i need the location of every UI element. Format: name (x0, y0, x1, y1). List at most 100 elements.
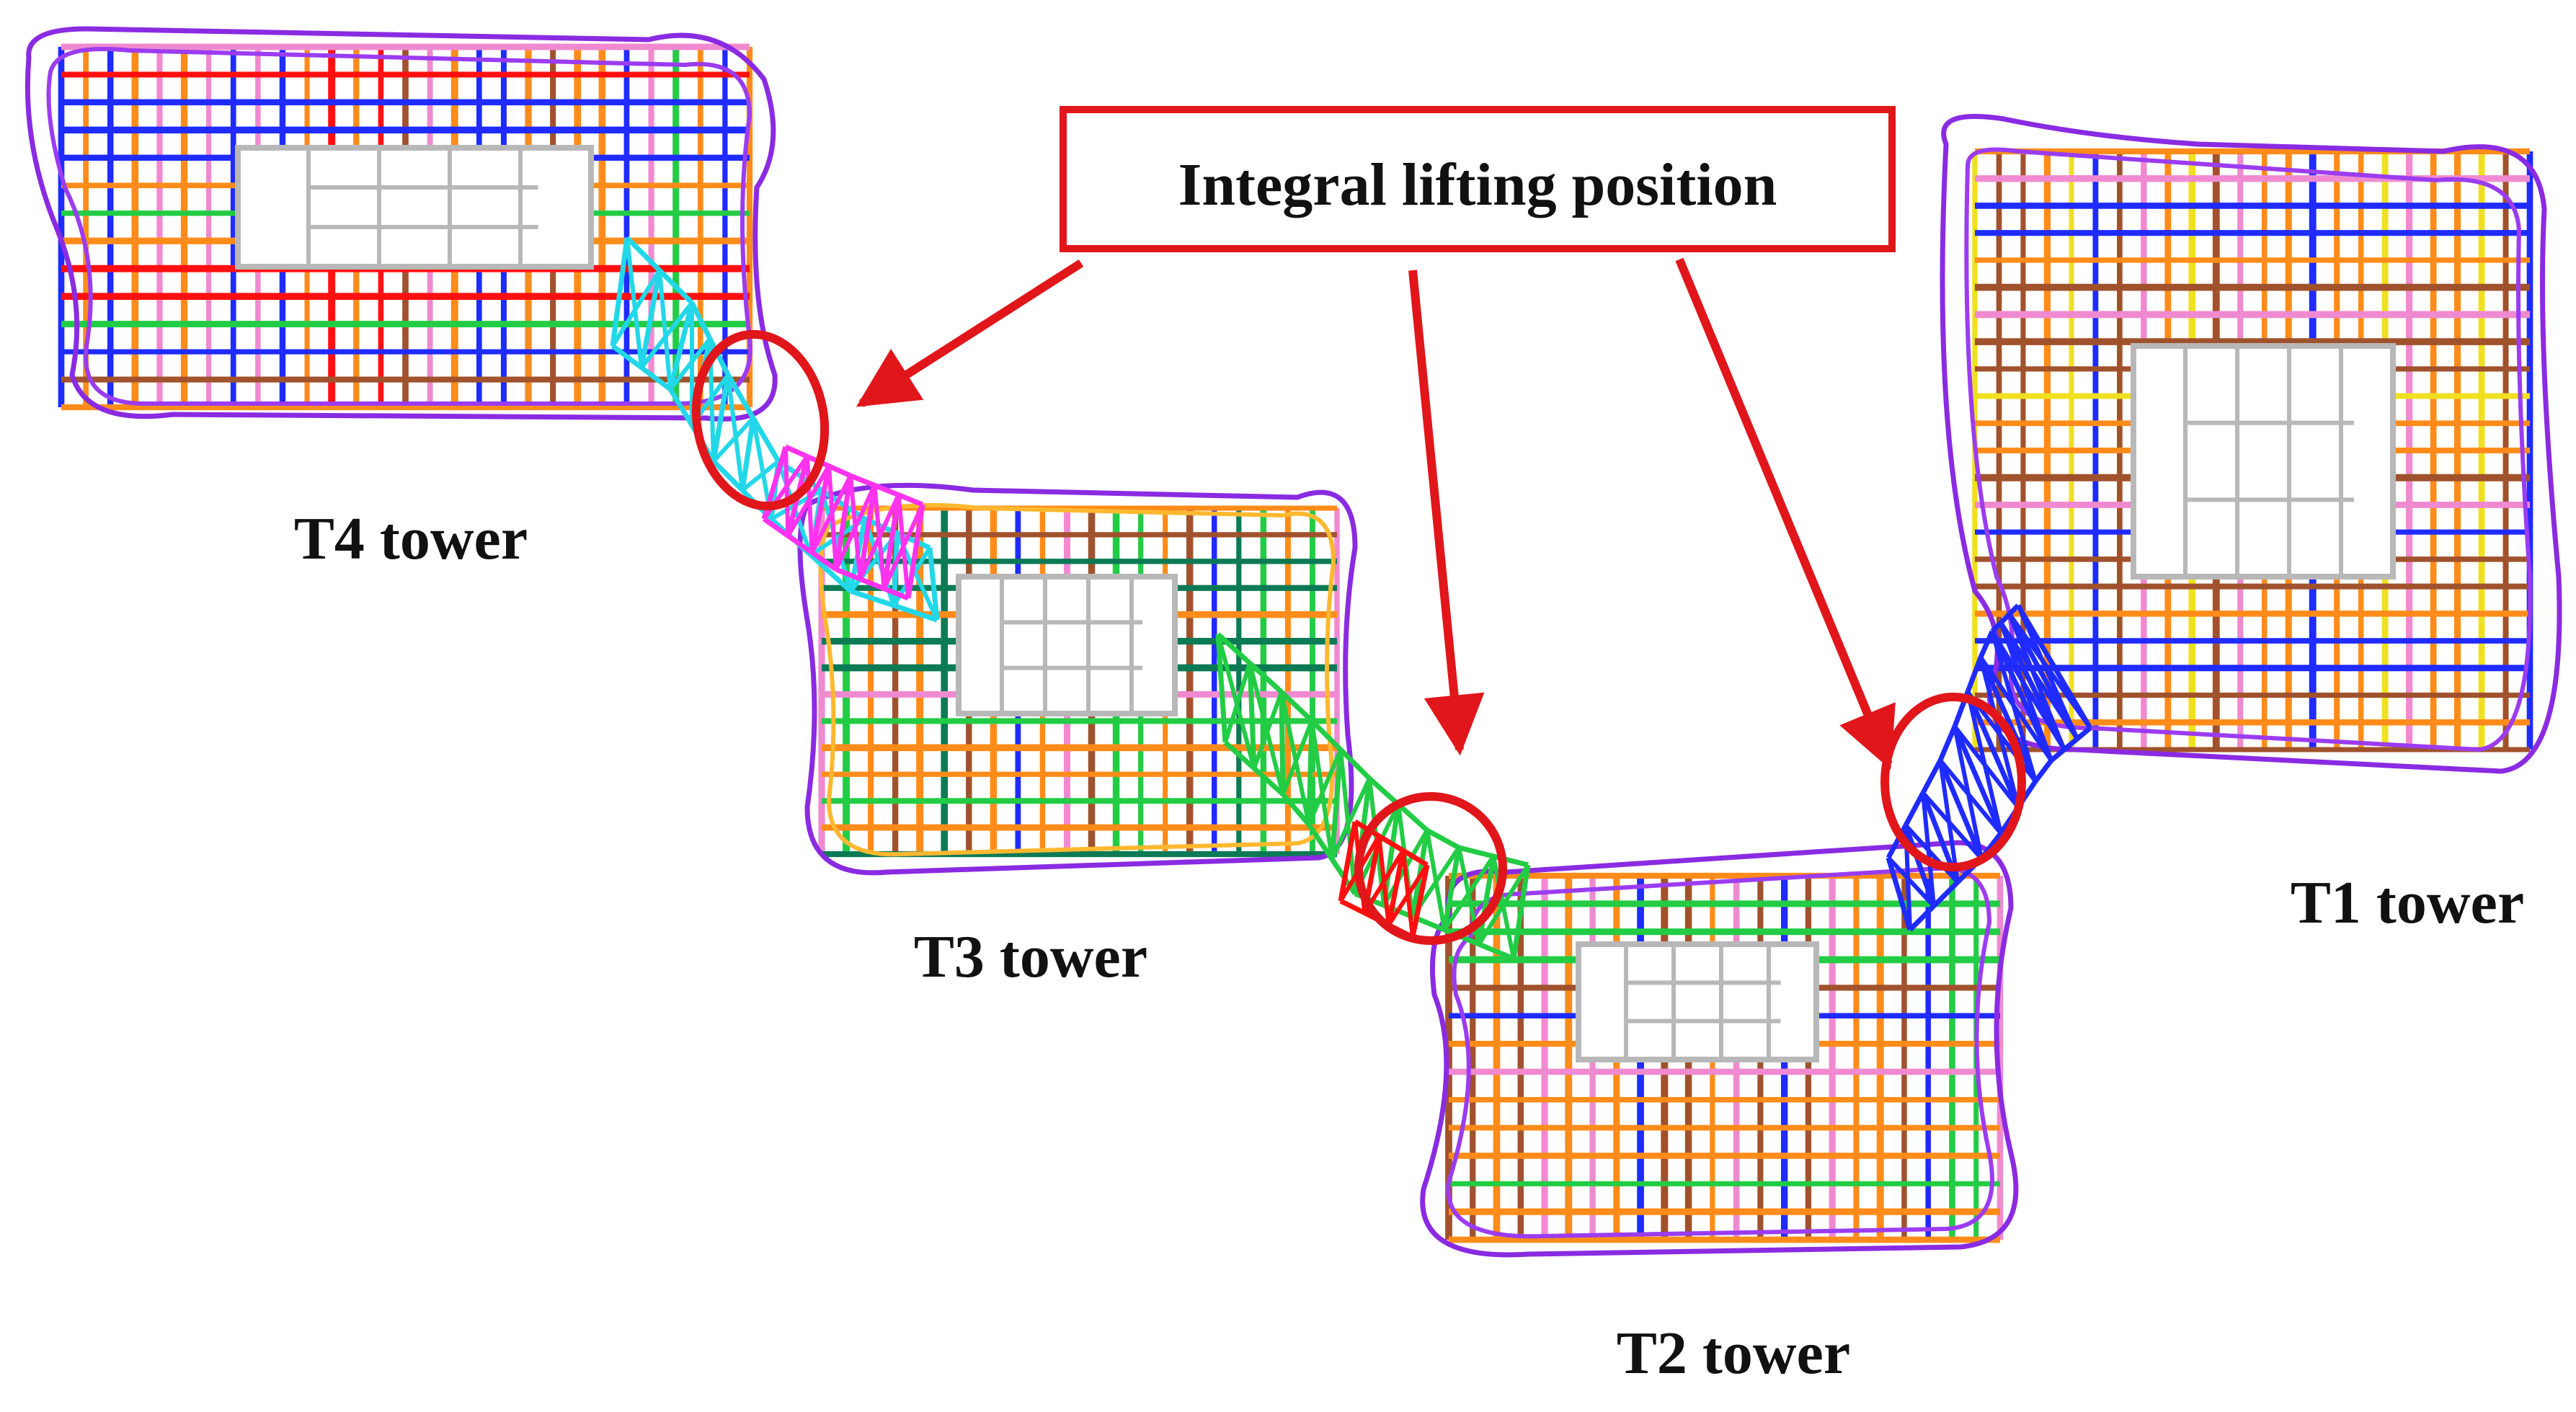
tower-t4-outline-2 (46, 47, 752, 406)
truss-chord (1478, 941, 1515, 962)
truss-member (1306, 720, 1315, 825)
truss-diagonal (858, 494, 901, 580)
truss-diagonal (1999, 621, 2053, 762)
truss-chord (1248, 661, 1284, 694)
truss-diagonal (2007, 613, 2066, 751)
connector-trusses (610, 236, 2093, 962)
core-wall (1576, 941, 1819, 1062)
tower-t1-outline (1940, 114, 2562, 774)
truss-member (1937, 759, 1984, 860)
truss-diagonal (834, 484, 877, 571)
arrow-to-t4-t3 (856, 259, 1084, 408)
truss-chord (849, 473, 876, 488)
truss-chord (810, 550, 838, 572)
truss-chord (883, 586, 910, 601)
tower-t4-outline (25, 26, 778, 422)
truss-chord (610, 344, 644, 370)
truss-diagonal (726, 374, 745, 491)
truss-chord (1223, 740, 1256, 771)
tower-t3-outline (797, 482, 1358, 876)
truss-diagonal (711, 416, 755, 463)
truss-member (1903, 824, 1937, 907)
truss-chord (667, 388, 695, 427)
truss-member (905, 504, 925, 599)
truss-chord (711, 459, 745, 492)
truss-diagonal (783, 446, 791, 536)
truss-member (740, 417, 756, 491)
truss-chord (1252, 766, 1285, 796)
truss-chord (2062, 737, 2079, 752)
truss-chord (1932, 880, 1960, 908)
truss-chord (1339, 898, 1366, 915)
truss-member (1215, 634, 1228, 743)
truss-chord (1978, 630, 1995, 659)
truss-chord (1965, 656, 1984, 693)
truss-chord (707, 337, 731, 376)
truss-member (667, 302, 695, 390)
truss-chord (1426, 827, 1460, 851)
tower-t4-plan (25, 26, 778, 422)
truss-chord (1279, 690, 1314, 723)
tower-label-t3: T3 tower (914, 923, 1147, 990)
truss-member (1511, 864, 1531, 959)
truss-member (2015, 604, 2093, 729)
truss-diagonal (1921, 792, 1936, 907)
truss-member (1386, 850, 1406, 925)
tower-label-t2: T2 tower (1617, 1320, 1850, 1387)
truss-diagonal (1966, 691, 2003, 834)
tower-t2-plan (1420, 840, 2019, 1258)
lifting-position-circle-t2-t1 (1880, 693, 2026, 871)
truss-diagonal (1442, 855, 1496, 931)
truss-chord (835, 567, 861, 582)
truss-diagonal (1252, 691, 1284, 770)
truss-diagonal (2016, 604, 2079, 740)
truss-diagonal (805, 456, 814, 553)
callout-arrows (856, 257, 1896, 770)
truss-member (1978, 656, 2038, 783)
truss-chord (784, 444, 809, 459)
truss-diagonal (1307, 748, 1343, 826)
core-wall (235, 145, 594, 270)
truss-chord (1458, 845, 1494, 859)
truss-chord (1920, 759, 1943, 794)
truss-chord (1310, 719, 1343, 752)
truss-diagonal (741, 459, 780, 492)
tower-t3-outline-2 (818, 502, 1336, 857)
truss-member (610, 237, 630, 347)
truss-diagonal (786, 465, 831, 537)
truss-chord (625, 236, 662, 272)
truss-chord (1886, 824, 1909, 859)
truss-chord (1937, 725, 1958, 762)
truss-diagonal (1921, 791, 1984, 860)
truss-diagonal (1904, 823, 1960, 884)
truss-member (1952, 725, 2004, 835)
truss-chord (1281, 792, 1311, 827)
truss-chord (1377, 833, 1405, 853)
truss-diagonal (625, 237, 644, 368)
lifting-position-circle-t3-t2 (1354, 792, 1507, 945)
callout-label: Integral lifting position (1178, 151, 1777, 218)
truss-diagonal (1953, 726, 1984, 859)
truss-chord (1216, 632, 1252, 665)
core-wall (2131, 343, 2396, 580)
truss-member (639, 270, 662, 368)
truss-member (1338, 821, 1358, 902)
core-wall (956, 574, 1178, 716)
truss-diagonal (668, 337, 712, 391)
truss-diagonal (639, 301, 694, 369)
truss-chord (725, 373, 756, 419)
truss-chord (2049, 747, 2066, 763)
truss-diagonal (881, 503, 925, 590)
truss-member (809, 465, 832, 554)
truss-chord (1338, 747, 1372, 781)
truss-chord (689, 301, 713, 340)
truss-chord (786, 533, 814, 555)
truss-member (1965, 691, 2021, 809)
truss-chord (849, 588, 895, 608)
truss-chord (874, 483, 900, 497)
truss-chord (2033, 758, 2053, 783)
truss-chord (762, 517, 790, 538)
truss-chord (2075, 726, 2092, 741)
lifting-position-circle-t4-t3 (691, 329, 830, 511)
truss-chord (1908, 904, 1936, 932)
